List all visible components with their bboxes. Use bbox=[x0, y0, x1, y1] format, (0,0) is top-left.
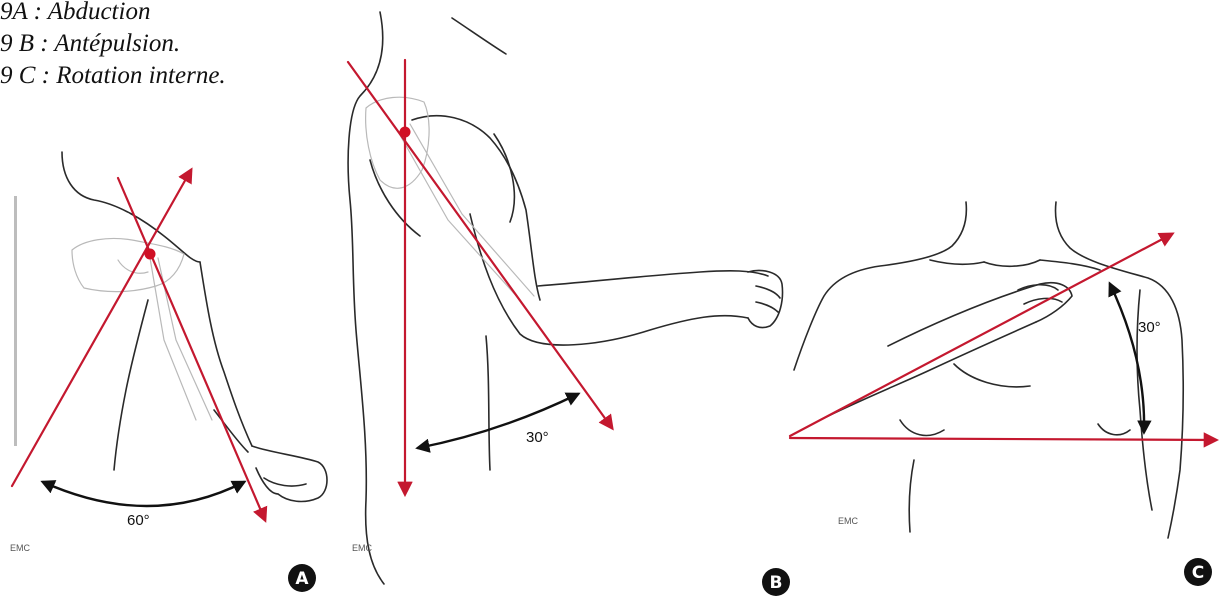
caption-line-abduction: 9A : Abduction bbox=[0, 0, 226, 28]
angle-label-c: 30° bbox=[1138, 319, 1161, 336]
caption-line-rotation: 9 C : Rotation interne. bbox=[0, 60, 226, 92]
emc-mark-c: EMC bbox=[838, 516, 859, 526]
panel-letter-b: B bbox=[770, 573, 783, 593]
body-outline-b bbox=[348, 12, 782, 584]
scapula-b bbox=[366, 97, 534, 300]
angle-arc-a bbox=[43, 482, 244, 506]
pivot-point-b bbox=[400, 127, 411, 138]
axis-horizontal-c bbox=[790, 438, 1216, 440]
angle-label-a: 60° bbox=[127, 512, 150, 529]
reference-bar bbox=[14, 196, 17, 446]
scapula-a bbox=[72, 238, 212, 420]
panel-letter-a: A bbox=[295, 569, 309, 589]
panel-letter-c: C bbox=[1192, 563, 1204, 583]
emc-mark-b: EMC bbox=[352, 543, 373, 553]
pivot-point-a bbox=[145, 249, 156, 260]
panel-b: 30° EMC B bbox=[348, 12, 790, 596]
panel-a: 60° EMC A bbox=[10, 152, 327, 592]
torso-outline-c bbox=[794, 202, 1183, 538]
emc-mark-a: EMC bbox=[10, 543, 31, 553]
angle-label-b: 30° bbox=[526, 429, 549, 446]
axis-arm-a bbox=[118, 178, 265, 520]
figure-caption: 9A : Abduction 9 B : Antépulsion. 9 C : … bbox=[0, 0, 226, 92]
panel-c: 30° EMC C bbox=[790, 202, 1216, 586]
caption-line-antepulsion: 9 B : Antépulsion. bbox=[0, 28, 226, 60]
axis-forearm-c bbox=[790, 234, 1172, 436]
angle-arc-b bbox=[418, 394, 578, 448]
axis-arm-b bbox=[348, 62, 612, 428]
axis-abduction-a bbox=[12, 170, 191, 486]
